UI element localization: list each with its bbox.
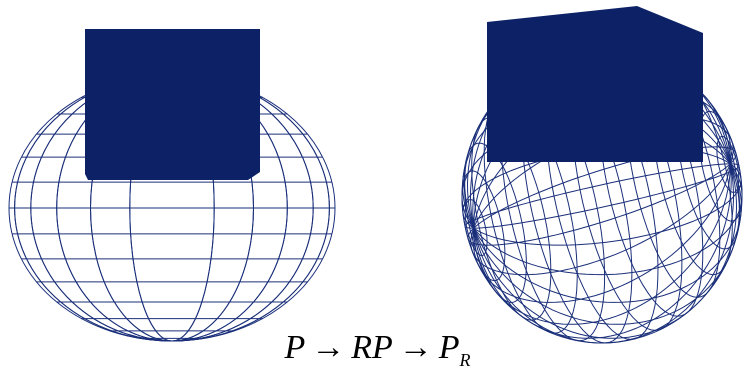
transformation-caption: P→RP→PR (0, 328, 755, 380)
right-cube (487, 6, 703, 162)
caption-p: P (284, 329, 305, 366)
caption-rp: RP (351, 329, 393, 366)
caption-pr-subscript: R (460, 350, 471, 370)
right-meridian (474, 164, 740, 324)
caption-pr-base: P (439, 329, 460, 366)
caption-arrow-2: → (393, 329, 439, 366)
right-meridian (474, 164, 732, 338)
original-sphere-with-cube (9, 29, 335, 341)
caption-arrow-1: → (305, 329, 351, 366)
left-cube (85, 29, 260, 180)
rotated-sphere-with-cube (462, 6, 742, 343)
caption-pr: PR (439, 329, 471, 366)
